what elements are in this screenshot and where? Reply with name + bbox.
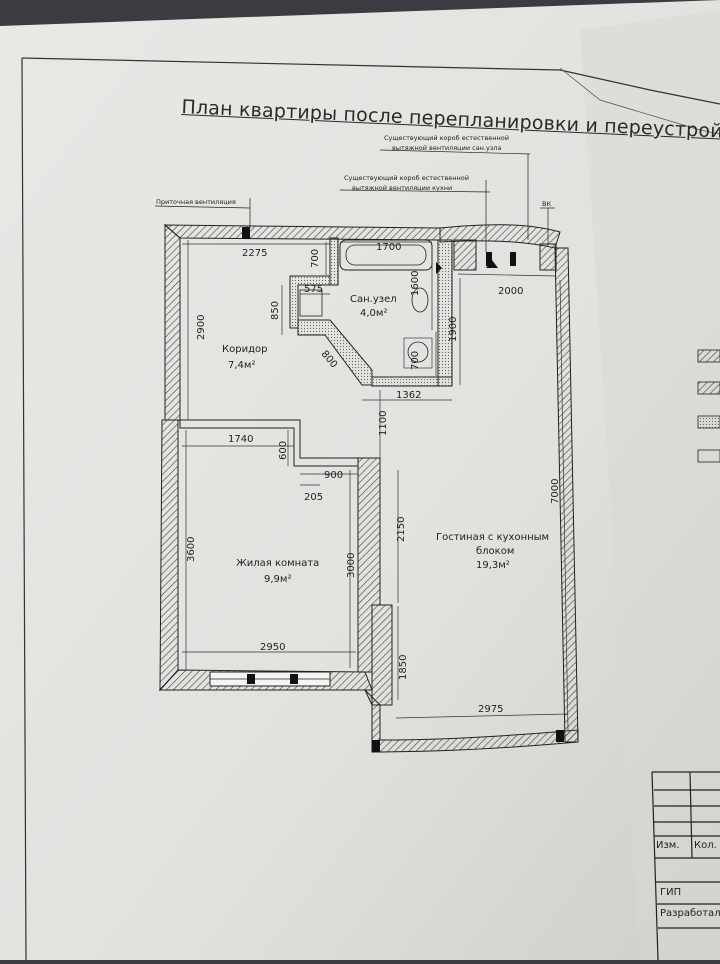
title-block: [651, 771, 720, 961]
bedroom-area: 9,9м²: [264, 574, 291, 585]
dim-2275: 2275: [242, 248, 267, 259]
windows: [209, 227, 564, 752]
page-curl-shadow: [580, 10, 720, 960]
kitchen-vent-note-2: вытяжной вентиляции кухни: [352, 184, 452, 192]
dimension-labels: 2275 700 1700 1600 575 850 2000 2900 190…: [186, 242, 561, 715]
dim-1362: 1362: [396, 390, 421, 401]
dim-2000: 2000: [498, 286, 523, 297]
dim-1850: 1850: [398, 655, 409, 680]
dim-2150: 2150: [396, 517, 407, 542]
living-name-2: блоком: [476, 546, 514, 557]
stamp-izm: Изм.: [656, 840, 680, 851]
frame-left-line: [21, 57, 27, 961]
room-labels: Сан.узел 4,0м² Коридор 7,4м² Жилая комна…: [222, 294, 549, 585]
dim-700-top: 700: [310, 249, 321, 268]
bath-vent-note-1: Существующий короб естественной: [384, 134, 509, 142]
dim-2975: 2975: [478, 704, 503, 715]
frame-fold-line: [559, 67, 720, 135]
vent-notes: Приточная вентиляция Существующий короб …: [156, 134, 551, 208]
dim-900: 900: [324, 470, 343, 481]
dim-2900: 2900: [196, 315, 207, 340]
dim-1100: 1100: [378, 411, 389, 436]
legend-swatches: [697, 349, 720, 463]
dim-1600: 1600: [410, 271, 421, 296]
dim-3000: 3000: [346, 553, 357, 578]
kitchen-vent-note-1: Существующий короб естественной: [344, 174, 469, 182]
bathroom-area: 4,0м²: [360, 308, 387, 319]
dim-1700: 1700: [376, 242, 401, 253]
supply-vent-note: Приточная вентиляция: [156, 198, 236, 206]
dim-600: 600: [278, 441, 289, 460]
stamp-kol: Кол.: [694, 840, 717, 851]
bedroom-name: Жилая комната: [236, 558, 319, 569]
dim-7000: 7000: [550, 479, 561, 504]
dim-1740: 1740: [228, 434, 253, 445]
living-name: Гостиная с кухонным: [436, 532, 549, 543]
bath-vent-note-2: вытяжной вентиляции сан.узла: [392, 144, 501, 152]
dimension-lines: [182, 240, 569, 731]
bathroom-name: Сан.узел: [350, 294, 397, 305]
dim-205: 205: [304, 492, 323, 503]
vk-note: ВК: [542, 200, 551, 208]
bathroom-fixtures: [299, 239, 498, 369]
frame-top-line: [21, 57, 720, 105]
dim-575: 575: [304, 284, 323, 295]
corridor-area: 7,4м²: [228, 360, 255, 371]
vent-leader-lines: [154, 149, 555, 252]
dim-3600: 3600: [186, 537, 197, 562]
stamp-razrab: Разработал: [660, 908, 720, 919]
dim-2950: 2950: [260, 642, 285, 653]
stamp-gip: ГИП: [660, 887, 682, 898]
dim-850: 850: [270, 301, 281, 320]
corridor-name: Коридор: [222, 344, 267, 355]
dim-1900: 1900: [448, 317, 459, 342]
dim-700-bath: 700: [410, 351, 421, 370]
living-area: 19,3м²: [476, 560, 510, 571]
